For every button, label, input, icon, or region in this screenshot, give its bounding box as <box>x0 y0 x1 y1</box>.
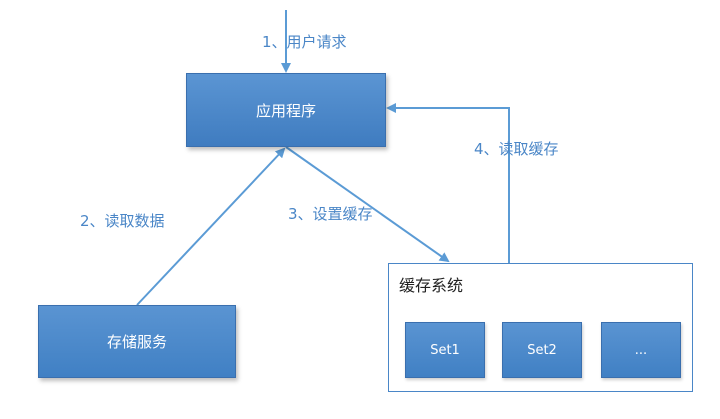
cache-set-2: Set2 <box>502 322 582 378</box>
cache-set-more: ... <box>601 322 681 378</box>
cache-system-node: 缓存系统 Set1 Set2 ... <box>388 263 693 392</box>
label-set-cache: 3、设置缓存 <box>288 205 373 223</box>
label-read-cache: 4、读取缓存 <box>474 140 559 158</box>
label-user-request: 1、用户请求 <box>262 33 347 51</box>
label-read-data: 2、读取数据 <box>80 212 165 230</box>
storage-service-node: 存储服务 <box>38 305 236 378</box>
arrow-read-data <box>136 147 286 306</box>
arrow-set-cache <box>285 146 450 263</box>
cache-set-1: Set1 <box>405 322 485 378</box>
app-node: 应用程序 <box>186 73 386 147</box>
arrow-read-cache <box>386 103 510 263</box>
cache-system-title: 缓存系统 <box>399 276 464 295</box>
